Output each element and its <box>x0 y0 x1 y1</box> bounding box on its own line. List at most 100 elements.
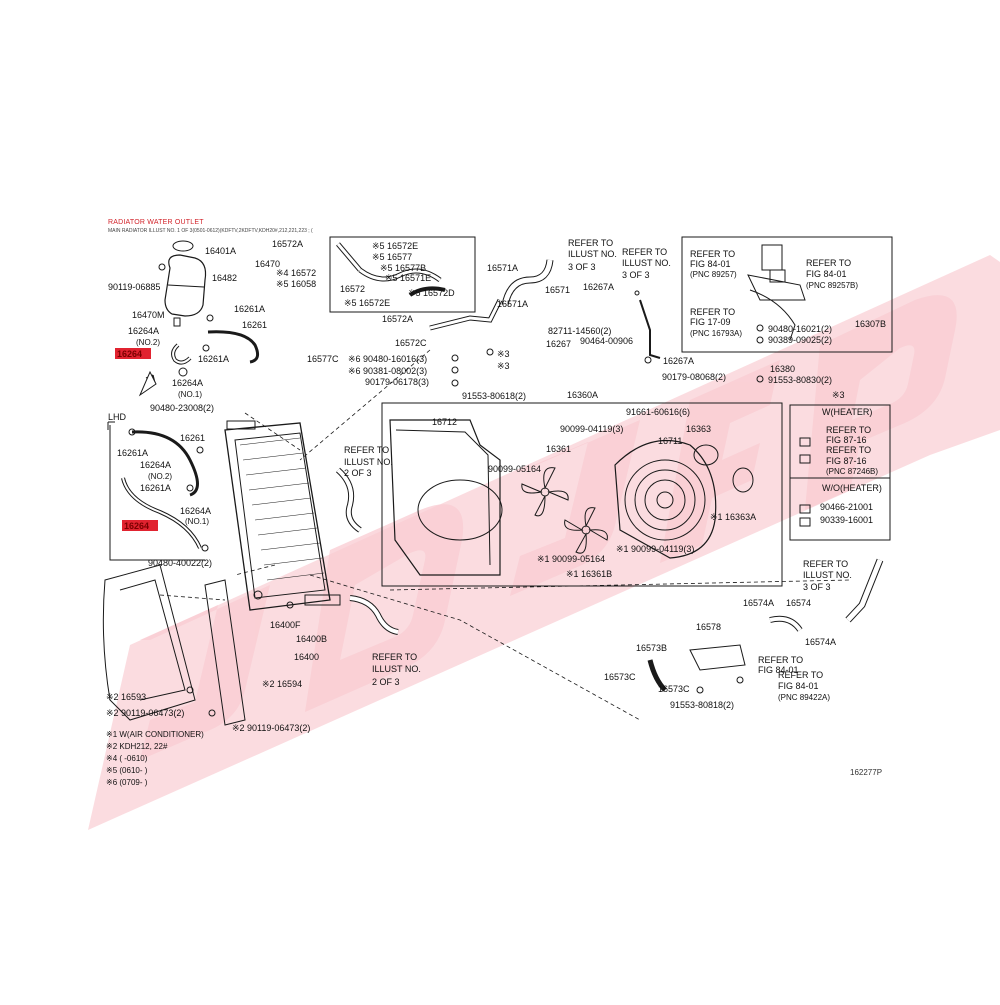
lower-shroud-16594 <box>204 579 246 726</box>
part-label: 16400 <box>294 652 319 662</box>
part-label: ILLUST NO. <box>622 258 671 268</box>
part-label: 16571A <box>487 263 518 273</box>
part-label: 16573C <box>658 684 690 694</box>
part-label: 2 OF 3 <box>372 677 400 687</box>
part-label: 90480-40022(2) <box>148 558 212 568</box>
part-label: 90099-05164 <box>488 464 541 474</box>
part-label: ※1 16361B <box>566 569 612 579</box>
part-label: 16571 <box>545 285 570 295</box>
part-label: ※2 16593 <box>106 692 146 702</box>
part-label: 16470M <box>132 310 165 320</box>
part-label: 91553-80818(2) <box>670 700 734 710</box>
part-label: 16261 <box>242 320 267 330</box>
part-label: 16264A <box>172 378 203 388</box>
part-label: 91661-60616(6) <box>626 407 690 417</box>
lhd-bracket <box>109 425 205 561</box>
part-label: 16577C <box>307 354 339 364</box>
part-label: ※2 16594 <box>262 679 302 689</box>
part-label: ※5 16572E <box>372 241 418 251</box>
part-label: REFER TO <box>803 559 848 569</box>
lower-shroud-16593 <box>102 564 196 721</box>
part-label: (NO.1) <box>178 390 202 399</box>
part-label: ※6 90480-16016(3) <box>348 354 427 364</box>
part-label: 2 OF 3 <box>344 468 372 478</box>
fitting-16578 <box>689 644 746 671</box>
part-label: 90480-16021(2) <box>768 324 832 334</box>
part-label: ※2 KDH212, 22# <box>106 742 168 751</box>
part-label: (NO.2) <box>136 338 160 347</box>
part-label: REFER TO <box>806 258 851 268</box>
part-label: 90119-06885 <box>108 282 160 292</box>
part-label: W/O(HEATER) <box>822 483 882 493</box>
part-label: 16573C <box>604 672 636 682</box>
part-label: 16360A <box>567 390 598 400</box>
part-label: 16361 <box>546 444 571 454</box>
part-label: 91553-80830(2) <box>768 375 832 385</box>
part-label: (PNC 89257) <box>690 270 737 279</box>
part-label: (PNC 87246B) <box>826 467 878 476</box>
part-label: REFER TO <box>344 445 389 455</box>
highlight-16264-lhd <box>122 520 158 531</box>
part-label: (NO.2) <box>148 472 172 481</box>
watermark-letters <box>140 295 957 760</box>
radiator-core <box>224 420 341 611</box>
part-label: FIG 84-01 <box>758 665 799 675</box>
part-label: 3 OF 3 <box>622 270 650 280</box>
part-label: 16572A <box>382 314 413 324</box>
part-label: ※1 90099-05164 <box>537 554 605 564</box>
part-label: 16470 <box>255 259 280 269</box>
inset-box-bracket <box>681 236 893 353</box>
fan-blades-2 <box>564 507 608 554</box>
part-label: 16572C <box>395 338 427 348</box>
diagram-id: 162277P <box>850 768 882 777</box>
part-label: ※2 90119-06473(2) <box>232 723 310 733</box>
part-label: REFER TO <box>758 655 803 665</box>
part-label: REFER TO <box>568 238 613 248</box>
part-label: ※1 90099-04119(3) <box>616 544 694 554</box>
part-label: 16267A <box>663 356 694 366</box>
part-label: REFER TO <box>826 425 871 435</box>
part-label: 16712 <box>432 417 457 427</box>
part-label: FIG 17-09 <box>690 317 731 327</box>
part-label: 16574 <box>786 598 811 608</box>
part-label: ※5 (0610- ) <box>106 766 148 775</box>
part-label: 16267A <box>583 282 614 292</box>
part-label: ILLUST NO. <box>803 570 852 580</box>
part-label: W(HEATER) <box>822 407 872 417</box>
parts-drawings <box>102 236 893 726</box>
reservoir-tank <box>158 240 207 327</box>
part-label: ※6 90381-08002(3) <box>348 366 427 376</box>
part-label: REFER TO <box>778 670 823 680</box>
part-label: 3 OF 3 <box>568 262 596 272</box>
part-label: 16380 <box>770 364 795 374</box>
part-label: ※6 (0709- ) <box>106 778 148 787</box>
part-label: REFER TO <box>690 307 735 317</box>
part-label: 16400B <box>296 634 327 644</box>
part-label: REFER TO <box>826 445 871 455</box>
part-label: 90466-21001 <box>820 502 873 512</box>
part-label: 16264A <box>180 506 211 516</box>
fan-motor-shroud <box>614 439 754 559</box>
part-label: ※3 <box>832 390 845 400</box>
part-label: 16264A <box>140 460 171 470</box>
part-label: 16401A <box>205 246 236 256</box>
part-label: ※5 16572E <box>344 298 390 308</box>
part-label: 90339-16001 <box>820 515 873 525</box>
highlight-16264-rhd <box>115 348 151 359</box>
part-label: 90389-09025(2) <box>768 335 832 345</box>
part-label: 16572A <box>272 239 303 249</box>
water-pipe <box>429 298 503 331</box>
part-label: ILLUST NO. <box>372 664 421 674</box>
part-label: ※5 16571E <box>385 273 431 283</box>
part-label: 16261A <box>117 448 148 458</box>
part-label: ※1 16363A <box>710 512 756 522</box>
part-label: 16264 <box>117 349 142 359</box>
part-label: 16711 <box>658 436 682 446</box>
part-label: 16400F <box>270 620 301 630</box>
part-label: 91553-80618(2) <box>462 391 526 401</box>
part-label: REFER TO <box>690 249 735 259</box>
part-label: REFER TO <box>622 247 667 257</box>
part-label: 16267 <box>546 339 571 349</box>
